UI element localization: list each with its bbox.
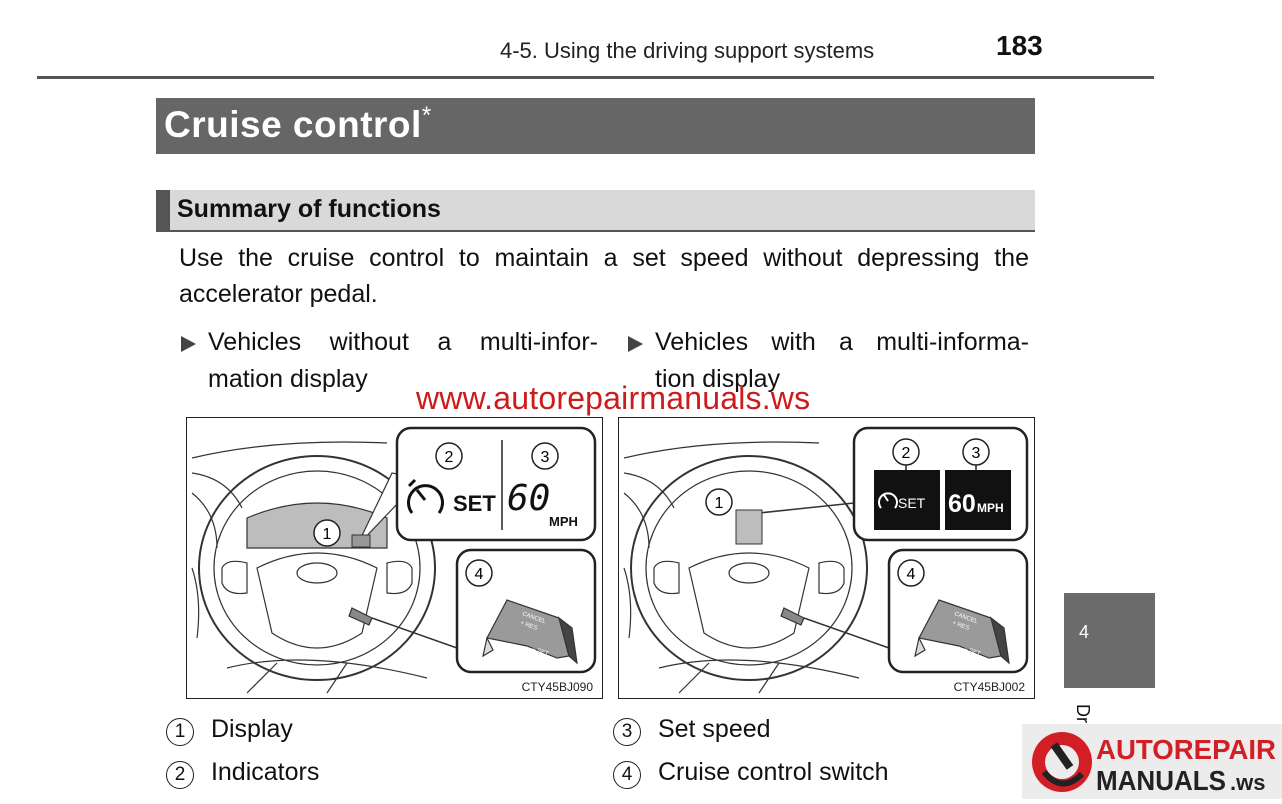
callout-1: 1 [715, 495, 724, 512]
legend-item: 3 Set speed [613, 715, 771, 746]
callout-2: 2 [445, 449, 454, 466]
bullet-item: Vehicles with a multi-informa- tion disp… [655, 324, 1029, 398]
legend-label: Cruise control switch [657, 758, 889, 786]
legend-number: 2 [166, 761, 194, 789]
legend-label: Set speed [657, 715, 771, 743]
chapter-tab-text: Dri [1073, 704, 1093, 727]
figure-illustration: 1 2 3 SET 60 MPH 4 CANCEL + RES – SET CT… [191, 426, 597, 694]
legend-number: 4 [613, 761, 641, 789]
bullet-item: Vehicles without a multi-infor- mation d… [208, 324, 598, 398]
logo-graphic: AUTOREPAIR MANUALS .ws [1032, 732, 1276, 796]
figure-code: CTY45BJ002 [954, 680, 1026, 694]
legend-item: 4 Cruise control switch [613, 758, 889, 789]
cruise-lever-icon [914, 599, 1010, 665]
figure-illustration: 1 2 3 SET 60 MPH 4 CANCEL + RES – SET CT… [623, 426, 1029, 694]
chapter-tab-number: 4 [1079, 622, 1090, 642]
legend-item: 1 Display [166, 715, 293, 746]
page-title: Cruise control* [164, 102, 432, 146]
set-indicator-label: SET [453, 491, 496, 516]
bullet-triangle-icon [181, 336, 196, 352]
callout-3: 3 [541, 449, 550, 466]
figure-with-display: 1 2 3 SET 60 MPH 4 CANCEL + RES – SET CT… [618, 417, 1035, 699]
legend-label: Indicators [210, 758, 320, 786]
site-logo: AUTOREPAIR MANUALS .ws [1022, 724, 1282, 799]
page-title-text: Cruise control [164, 104, 422, 145]
intro-paragraph: Use the cruise control to maintain a set… [179, 244, 1029, 308]
legend-number: 3 [613, 718, 641, 746]
cruise-control-icon [407, 478, 444, 514]
legend-number: 1 [166, 718, 194, 746]
subheading: Summary of functions [177, 195, 441, 223]
figure-without-display: 1 2 3 SET 60 MPH 4 CANCEL + RES – SET CT… [186, 417, 603, 699]
logo-emblem-icon [1032, 732, 1092, 792]
logo-suffix: .ws [1230, 770, 1265, 795]
bullet-line: tion display [655, 365, 781, 393]
cruise-lever-icon [482, 599, 578, 665]
watermark-url: www.autorepairmanuals.ws [416, 380, 811, 416]
cruise-control-icon [878, 492, 898, 509]
title-asterisk: * [421, 102, 432, 129]
title-bar [156, 98, 1035, 154]
chapter-tab [1064, 593, 1155, 688]
logo-line1: AUTOREPAIR [1096, 734, 1276, 765]
section-header: 4-5. Using the driving support systems [500, 38, 875, 63]
logo-line2: MANUALS [1096, 765, 1226, 796]
lever-label-res: + RES [519, 620, 538, 632]
speed-unit: MPH [977, 501, 1004, 515]
figure-code: CTY45BJ090 [522, 680, 594, 694]
bullet-line: Vehicles with a multi-informa- [655, 328, 1029, 356]
callout-4: 4 [907, 566, 916, 583]
callout-2: 2 [902, 445, 911, 462]
subheading-bar [156, 190, 1035, 230]
set-speed-value: 60 [507, 478, 550, 519]
header-rule [37, 76, 1154, 79]
page-number: 183 [996, 30, 1043, 61]
lever-label-set: – SET [963, 646, 981, 657]
bullet-line: mation display [208, 365, 368, 393]
legend-label: Display [210, 715, 293, 743]
set-indicator-label: SET [898, 495, 926, 511]
set-speed-value: 60 [948, 490, 976, 518]
lever-label-res: + RES [951, 620, 970, 632]
bullet-line: Vehicles without a multi-infor- [208, 328, 598, 356]
subheading-rule [156, 230, 1035, 232]
bullet-triangle-icon [628, 336, 643, 352]
callout-4: 4 [475, 566, 484, 583]
callout-1: 1 [323, 526, 332, 543]
lever-label-set: – SET [531, 646, 549, 657]
callout-3: 3 [972, 445, 981, 462]
speed-unit: MPH [549, 514, 578, 529]
legend-item: 2 Indicators [166, 758, 319, 789]
